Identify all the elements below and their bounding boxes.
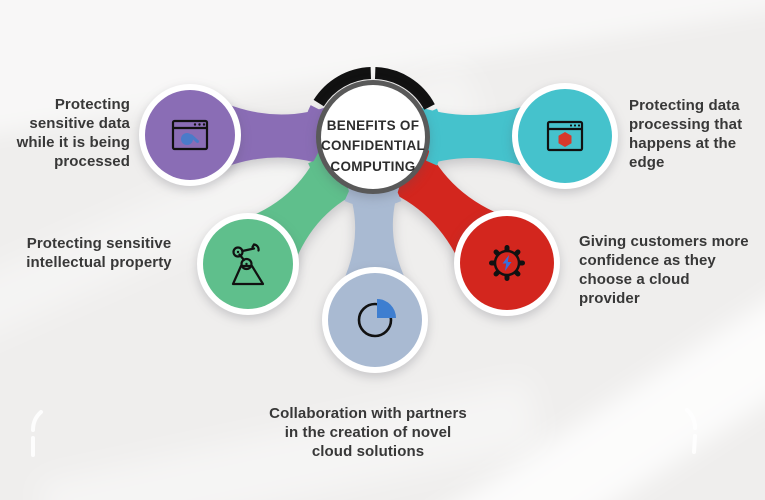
node-fill bbox=[203, 219, 293, 309]
hub-arc-blue bbox=[344, 189, 402, 207]
node-collaboration bbox=[322, 267, 428, 373]
robot-arm-icon bbox=[231, 243, 265, 286]
decorative-mark-left bbox=[31, 410, 43, 432]
connector-collaboration bbox=[338, 176, 411, 291]
decorative-mark-right bbox=[692, 434, 697, 454]
label-intellectual-property: Protecting sensitive intellectual proper… bbox=[26, 235, 172, 272]
hub-title: BENEFITS OF CONFIDENTIAL COMPUTING bbox=[320, 118, 426, 174]
node-fill bbox=[328, 273, 422, 367]
pie-wedge bbox=[377, 299, 396, 318]
hub-arc-green bbox=[308, 158, 345, 198]
gear-bolt-icon bbox=[489, 245, 525, 281]
label-collaboration: Collaboration with partners in the creat… bbox=[269, 405, 467, 461]
label-sensitive-data: Protecting sensitive data while it is be… bbox=[16, 96, 130, 171]
node-intellectual-property bbox=[197, 213, 299, 315]
label-edge-processing: Protecting data processing that happens … bbox=[629, 97, 743, 172]
pie-chart-icon bbox=[357, 299, 396, 338]
decorative-mark-right bbox=[685, 408, 697, 430]
label-customer-confidence: Giving customers more confidence as they… bbox=[579, 233, 749, 308]
